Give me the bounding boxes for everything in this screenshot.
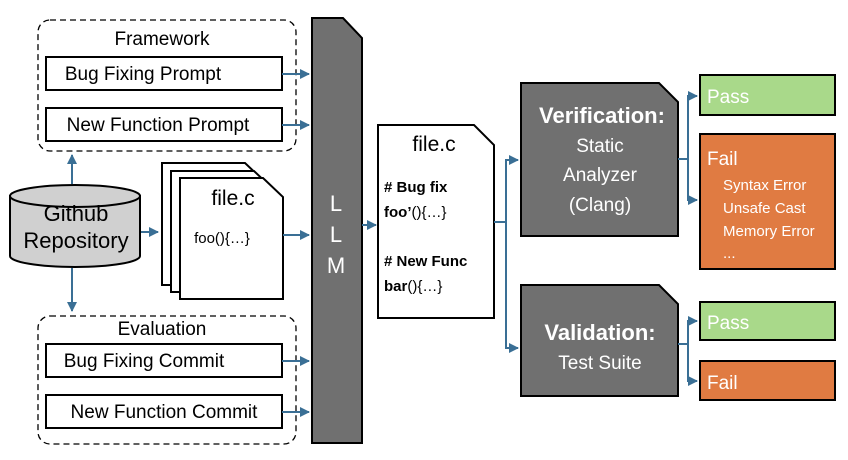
validation-line1: Test Suite bbox=[558, 353, 641, 374]
llm-block: L L M bbox=[311, 17, 363, 444]
arrow-verification-to-pass bbox=[678, 91, 698, 160]
framework-group: Framework Bug Fixing Prompt New Function… bbox=[37, 19, 297, 152]
validation-fail-label: Fail bbox=[707, 373, 738, 394]
output-file-name: file.c bbox=[412, 133, 455, 156]
output-new-comment: # New Func bbox=[384, 253, 467, 270]
llm-letter-3: M bbox=[327, 253, 345, 278]
verification-pass-label: Pass bbox=[707, 87, 749, 108]
input-file-name: file.c bbox=[211, 187, 254, 210]
repository-line2: Repository bbox=[23, 228, 128, 253]
output-bug-code: foo’(){…} bbox=[384, 204, 447, 221]
validation-title: Validation: bbox=[544, 320, 655, 345]
output-bug-comment: # Bug fix bbox=[384, 179, 448, 196]
validation-fail-box: Fail bbox=[699, 360, 836, 401]
validation-pass-label: Pass bbox=[707, 313, 749, 334]
arrow-output-to-validation bbox=[505, 222, 519, 353]
validation-block: Validation: Test Suite bbox=[520, 284, 679, 397]
fail-item-memory-error: Memory Error bbox=[723, 223, 815, 240]
bug-fixing-prompt-box bbox=[45, 56, 283, 91]
output-file: file.c # Bug fix foo’(){…} # New Func ba… bbox=[377, 124, 495, 319]
verification-line3: (Clang) bbox=[569, 195, 631, 216]
fail-item-ellipsis: ... bbox=[723, 245, 736, 262]
new-function-prompt-label: New Function Prompt bbox=[67, 115, 250, 136]
verification-fail-box: Fail Syntax Error Unsafe Cast Memory Err… bbox=[699, 133, 836, 270]
llm-letter-2: L bbox=[330, 222, 342, 247]
new-function-commit-label: New Function Commit bbox=[71, 402, 259, 423]
verification-title: Verification: bbox=[539, 103, 665, 128]
arrow-validation-to-fail bbox=[687, 344, 698, 386]
validation-pass-box: Pass bbox=[699, 301, 836, 341]
input-file-code: foo(){…} bbox=[194, 230, 250, 247]
evaluation-group: Evaluation Bug Fixing Commit New Functio… bbox=[37, 315, 297, 445]
github-repository-cylinder: Github Repository bbox=[9, 184, 141, 268]
bug-fixing-commit-label: Bug Fixing Commit bbox=[64, 351, 225, 372]
verification-pass-box: Pass bbox=[699, 74, 836, 116]
verification-fail-label: Fail bbox=[707, 149, 738, 170]
arrow-verification-to-fail bbox=[687, 159, 698, 205]
fail-item-unsafe-cast: Unsafe Cast bbox=[723, 200, 806, 217]
fail-item-syntax-error: Syntax Error bbox=[723, 177, 806, 194]
framework-title: Framework bbox=[114, 29, 210, 50]
output-new-code: bar(){…} bbox=[384, 278, 442, 295]
arrow-output-to-verification bbox=[494, 155, 519, 223]
llm-letter-1: L bbox=[330, 191, 342, 216]
verification-line1: Static bbox=[576, 136, 624, 157]
bug-fixing-prompt-label: Bug Fixing Prompt bbox=[65, 64, 222, 85]
input-file-stack: file.c foo(){…} bbox=[161, 162, 284, 300]
repository-line1: Github bbox=[44, 201, 109, 226]
verification-line2: Analyzer bbox=[563, 165, 638, 186]
arrow-validation-to-pass bbox=[678, 316, 698, 345]
verification-block: Verification: Static Analyzer (Clang) bbox=[520, 82, 679, 237]
evaluation-title: Evaluation bbox=[118, 319, 207, 340]
